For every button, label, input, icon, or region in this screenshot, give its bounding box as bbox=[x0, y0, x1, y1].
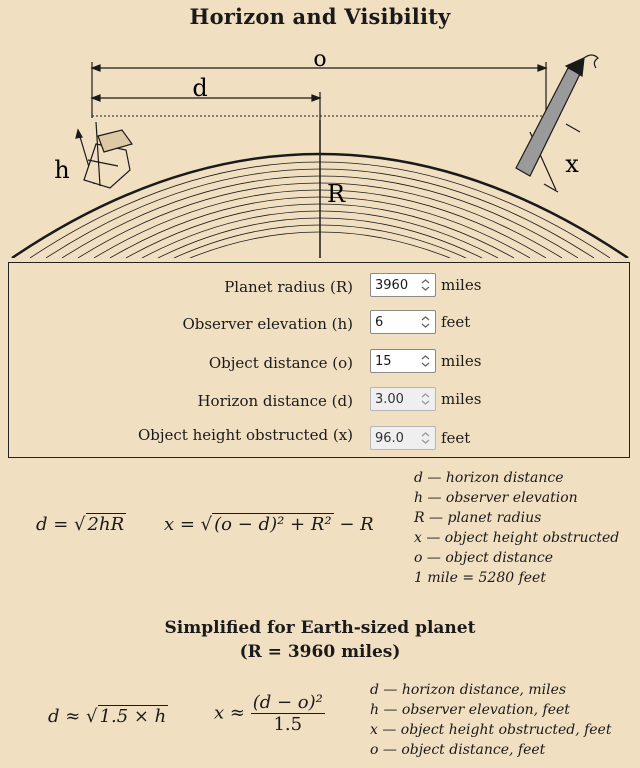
legend-item: R — planet radius bbox=[414, 510, 542, 526]
object-height-obstructed-output: 96.0 bbox=[370, 426, 436, 450]
simplified-section-title: Simplified for Earth-sized planet (R = 3… bbox=[164, 618, 476, 662]
formula-simplified-horizon: d ≈ √1.5 × h bbox=[48, 705, 169, 727]
spinner-icon[interactable] bbox=[419, 353, 432, 369]
legend-item: d — horizon distance, miles bbox=[370, 682, 567, 698]
spinner-icon bbox=[421, 393, 430, 405]
row-observer-elevation: Observer elevation (h) 6 feet bbox=[9, 310, 629, 336]
observer-elevation-unit: feet bbox=[441, 313, 471, 331]
tower-icon bbox=[515, 54, 599, 177]
ship-icon bbox=[83, 121, 133, 189]
planet-radius-label: Planet radius (R) bbox=[224, 278, 353, 296]
legend-item: d — horizon distance bbox=[414, 470, 564, 486]
row-object-distance: Object distance (o) 15 miles bbox=[9, 349, 629, 375]
row-object-height-obstructed: Object height obstructed (x) 96.0 feet bbox=[9, 426, 629, 452]
planet-surface bbox=[11, 120, 629, 258]
label-R: R bbox=[327, 180, 346, 208]
legend-item: x — object height obstructed, feet bbox=[370, 722, 612, 738]
horizon-distance-label: Horizon distance (d) bbox=[197, 392, 353, 410]
spinner-icon bbox=[421, 432, 430, 444]
fraction-denominator: 1.5 bbox=[273, 714, 303, 735]
dimension-lines bbox=[75, 62, 581, 193]
planet-radius-input[interactable]: 3960 bbox=[370, 273, 436, 297]
row-horizon-distance: Horizon distance (d) 3.00 miles bbox=[9, 387, 629, 413]
row-planet-radius: Planet radius (R) 3960 miles bbox=[9, 273, 629, 299]
object-distance-label: Object distance (o) bbox=[208, 354, 353, 372]
legend-general: d — horizon distance h — observer elevat… bbox=[414, 468, 619, 588]
observer-elevation-label: Observer elevation (h) bbox=[182, 315, 353, 333]
fraction-numerator: (d − o)² bbox=[250, 692, 325, 714]
horizon-distance-unit: miles bbox=[441, 390, 482, 408]
formula-simplified-height: x ≈ (d − o)² 1.5 bbox=[214, 692, 325, 735]
horizon-distance-output: 3.00 bbox=[370, 387, 436, 411]
spinner-icon[interactable] bbox=[419, 277, 432, 293]
label-x: x bbox=[565, 150, 579, 178]
legend-item: o — object distance, feet bbox=[370, 742, 546, 758]
object-distance-unit: miles bbox=[441, 352, 482, 370]
planet-radius-unit: miles bbox=[441, 276, 482, 294]
object-distance-input[interactable]: 15 bbox=[370, 349, 436, 373]
observer-elevation-input[interactable]: 6 bbox=[370, 310, 436, 334]
horizon-diagram: o d h R x bbox=[11, 47, 629, 258]
object-height-obstructed-label: Object height obstructed (x) bbox=[137, 426, 353, 444]
calculator-panel: Planet radius (R) 3960 miles Observer el… bbox=[8, 262, 630, 458]
legend-item: x — object height obstructed bbox=[414, 530, 620, 546]
legend-item: h — observer elevation, feet bbox=[370, 702, 570, 718]
page-title: Horizon and Visibility bbox=[189, 4, 451, 29]
legend-item: 1 mile = 5280 feet bbox=[414, 570, 546, 586]
object-height-obstructed-unit: feet bbox=[441, 429, 471, 447]
label-d: d bbox=[192, 74, 207, 102]
legend-item: o — object distance bbox=[414, 550, 554, 566]
label-h: h bbox=[54, 156, 69, 184]
formula-object-height: x = √(o − d)² + R² − R bbox=[164, 513, 374, 535]
legend-item: h — observer elevation bbox=[414, 490, 578, 506]
spinner-icon[interactable] bbox=[419, 314, 432, 330]
legend-simplified: d — horizon distance, miles h — observer… bbox=[370, 680, 611, 760]
formula-horizon-distance: d = √2hR bbox=[36, 513, 127, 535]
label-o: o bbox=[313, 47, 326, 72]
